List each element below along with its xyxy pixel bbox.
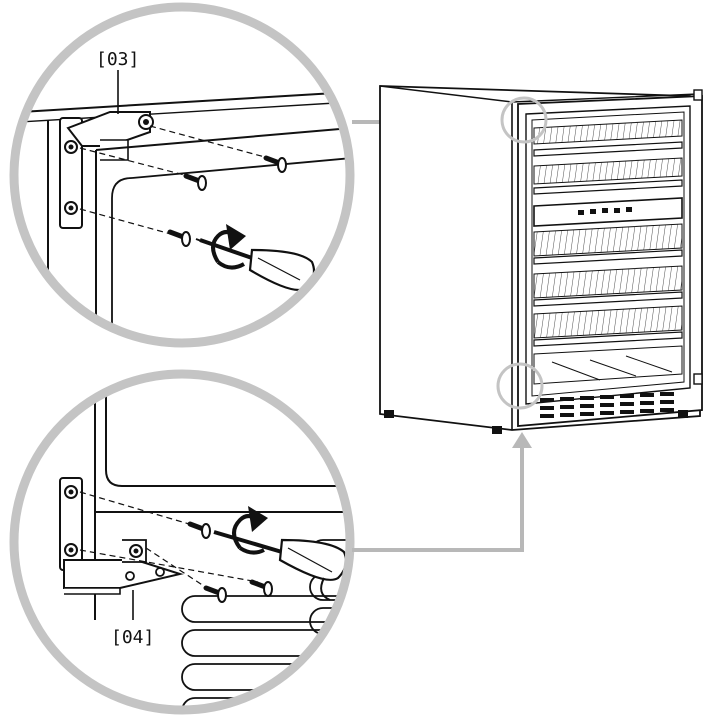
bottom-hinge-highlight bbox=[496, 362, 544, 410]
upper-shelves bbox=[533, 119, 683, 195]
top-detail-ring bbox=[9, 2, 355, 348]
bottom-detail-ring bbox=[9, 369, 355, 715]
screw-icon bbox=[249, 579, 273, 597]
rotate-arrow-icon bbox=[232, 506, 268, 555]
lower-shelves bbox=[533, 223, 683, 385]
top-detail-view: [03] bbox=[9, 2, 355, 348]
foot bbox=[492, 426, 502, 434]
leader-arrow-icon bbox=[512, 432, 532, 448]
screw-icon bbox=[203, 585, 227, 603]
wine-cooler-appliance bbox=[379, 85, 703, 434]
callout-label-03: [03] bbox=[96, 49, 139, 70]
vent-grille bbox=[540, 392, 674, 418]
callout-label-04: [04] bbox=[111, 627, 154, 648]
foot bbox=[384, 410, 394, 418]
screw-icon bbox=[187, 521, 211, 539]
foot bbox=[678, 410, 688, 418]
bottom-detail-view: [04] bbox=[9, 369, 355, 715]
screwdriver-icon bbox=[195, 238, 316, 291]
screw-icon bbox=[183, 173, 207, 191]
control-buttons bbox=[578, 207, 632, 215]
screw-icon bbox=[263, 155, 287, 173]
screw-icon bbox=[167, 229, 191, 247]
top-hinge-highlight bbox=[500, 96, 548, 144]
screwdriver-icon bbox=[213, 530, 348, 601]
rotate-arrow-icon bbox=[211, 224, 246, 270]
